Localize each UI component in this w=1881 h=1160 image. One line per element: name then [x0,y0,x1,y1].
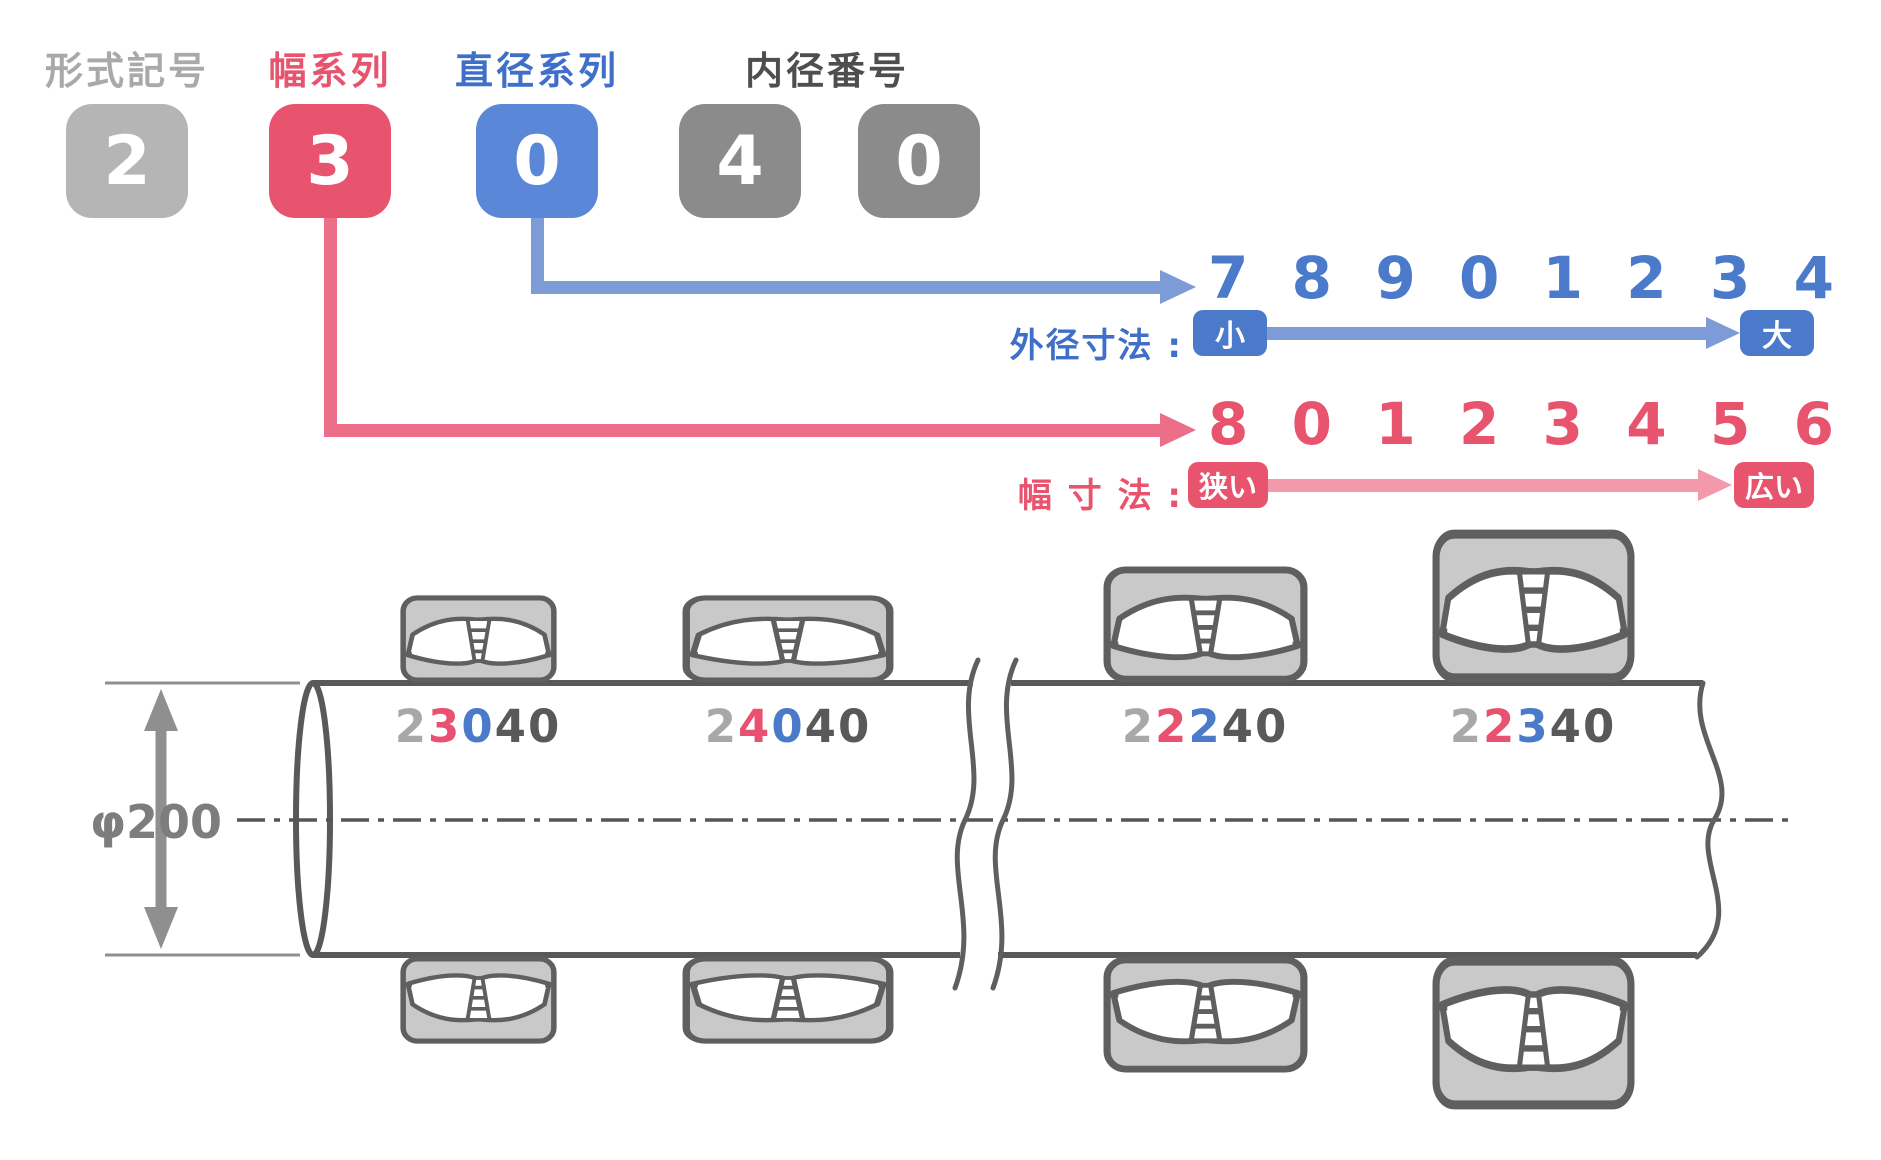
scale-digit: 9 [1375,244,1416,312]
width-caption: 幅 寸 法 : [1017,476,1183,516]
scale-digit: 0 [1458,244,1500,312]
bearing-22240-top [1107,570,1304,679]
bearing-number-22240: 22240 [1122,700,1289,753]
bearing-23040-bottom [403,959,554,1041]
bearing-number-22340: 22340 [1450,700,1617,753]
code-box-bore-2: 0 [858,104,980,218]
bearing-digit: 2 [1155,700,1189,753]
width-min-pill: 狭い [1188,462,1268,508]
bearing-digit: 0 [527,700,562,753]
diameter-series-connector-vertical [531,210,544,294]
width-series-connector-vertical [324,210,337,437]
scale-digit: 3 [1709,244,1751,312]
bearing-digit: 2 [1188,700,1222,753]
bearing-digit: 4 [494,700,528,753]
code-box-width-series: 3 [269,104,391,218]
scale-digit: 4 [1793,244,1834,312]
bearing-22240-bottom [1107,960,1304,1069]
scale-digit: 1 [1375,390,1416,458]
bearing-digit: 4 [1221,700,1255,753]
width-scale-arrow [1266,479,1700,492]
bearing-digit: 0 [837,700,872,753]
shaft-edges [313,680,1703,958]
field-label-bore-number: 内径番号 [744,49,910,93]
code-box-bore-1: 4 [679,104,801,218]
bearing-digit: 4 [1549,700,1583,753]
break-line-right [990,657,1019,991]
bearing-digit: 0 [1254,700,1289,753]
outer-diameter-scale-arrowhead [1706,317,1740,349]
diameter-series-connector-arrowhead [1160,270,1196,304]
scale-digit: 1 [1542,244,1583,312]
field-label-diameter-series: 直径系列 [454,49,620,93]
scale-digit: 8 [1208,390,1249,458]
outer-diameter-scale-arrow [1265,327,1708,340]
outer-diameter-min-pill: 小 [1193,310,1267,356]
width-max-pill: 広い [1734,462,1814,508]
width-scale-arrowhead [1698,469,1732,501]
scale-digit: 0 [1291,390,1333,458]
bearing-digit: 0 [461,700,495,753]
scale-digit: 2 [1626,244,1667,312]
bearing-number-24040: 24040 [705,700,872,753]
bearing-digit: 0 [771,700,805,753]
width-scale-digits: 8 0 1 2 3 4 5 6 [1208,394,1834,454]
bearing-24040-top [686,598,890,680]
outer-diameter-max-pill: 大 [1740,310,1814,356]
bearing-22340-bottom [1436,961,1631,1105]
bearing-digit: 0 [1582,700,1617,753]
bearing-digit: 2 [1483,700,1517,753]
bearing-digit: 2 [1449,700,1484,753]
width-series-connector-arrowhead [1160,413,1196,447]
bearing-23040-top [403,598,554,680]
scale-digit: 2 [1458,390,1500,458]
diameter-dimension-arrow [144,689,178,949]
field-label-width-series: 幅系列 [268,49,392,93]
outer-diameter-caption: 外径寸法 : [1009,326,1183,366]
field-label-type-code: 形式記号 [44,49,210,93]
bearing-digit: 3 [428,700,462,753]
outer-diameter-scale-digits: 7 8 9 0 1 2 3 4 [1208,248,1834,308]
bearing-digit: 2 [394,700,429,753]
width-series-connector-horizontal [324,424,1162,437]
bearing-24040-bottom [686,959,890,1041]
bearing-22340-top [1436,534,1631,678]
scale-digit: 3 [1542,390,1583,458]
code-box-type: 2 [66,104,188,218]
bearing-number-23040: 23040 [395,700,562,753]
code-box-diameter-series: 0 [476,104,598,218]
shaft-diameter-label: φ200 [90,795,222,849]
bearing-digit: 4 [738,700,772,753]
bearing-digit: 3 [1516,700,1550,753]
scale-digit: 8 [1291,244,1333,312]
scale-digit: 7 [1208,244,1249,312]
break-line-left [952,657,981,991]
scale-digit: 6 [1793,390,1834,458]
scale-digit: 4 [1626,390,1667,458]
diameter-series-connector-horizontal [531,281,1162,294]
scale-digit: 5 [1709,390,1751,458]
shaft-right-break [1694,680,1725,960]
bearing-digit: 2 [704,700,739,753]
bearing-digit: 2 [1121,700,1156,753]
bearing-digit: 4 [804,700,838,753]
